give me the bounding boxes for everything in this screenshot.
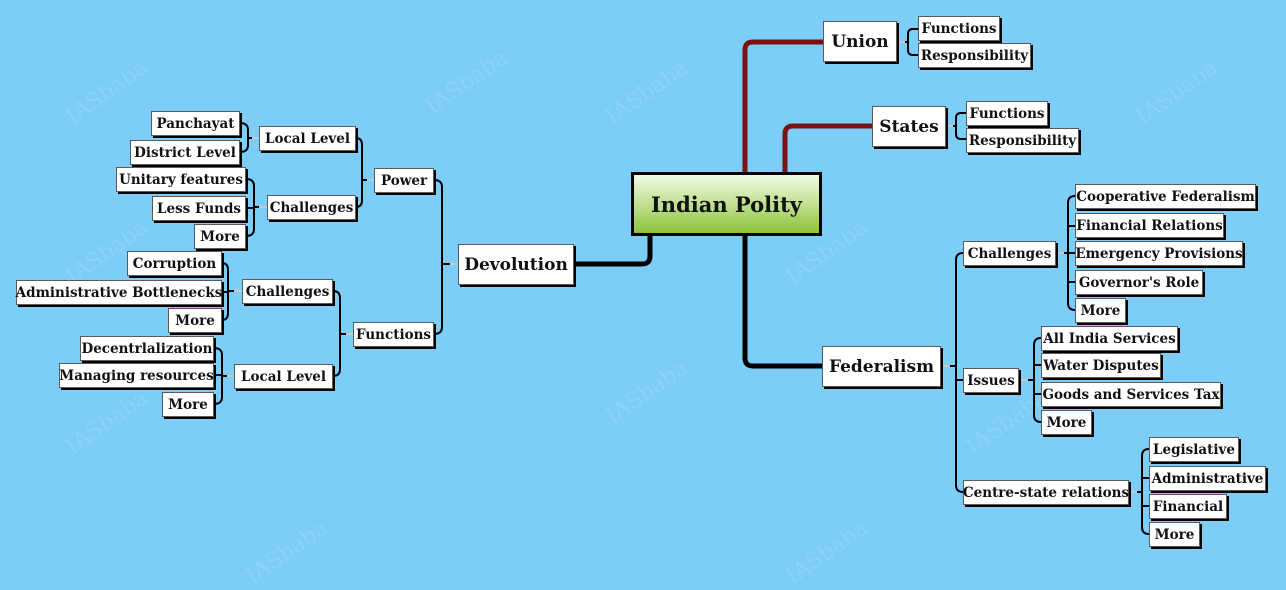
- governors-role[interactable]: Governor's Role: [1075, 270, 1203, 295]
- union-responsibility[interactable]: Responsibility: [918, 43, 1031, 68]
- functions-local-level-more[interactable]: More: [162, 392, 214, 417]
- centre-state-more[interactable]: More: [1149, 522, 1200, 547]
- power-local-level[interactable]: Local Level: [259, 126, 356, 151]
- federalism-issues-more[interactable]: More: [1041, 410, 1092, 435]
- centre-state-relations[interactable]: Centre-state relations: [963, 480, 1129, 505]
- unitary-features[interactable]: Unitary features: [116, 167, 246, 192]
- central-topic[interactable]: Indian Polity: [631, 172, 822, 236]
- corruption[interactable]: Corruption: [127, 251, 222, 276]
- states-responsibility[interactable]: Responsibility: [966, 128, 1079, 153]
- functions-local-level[interactable]: Local Level: [234, 364, 333, 389]
- financial[interactable]: Financial: [1149, 494, 1227, 519]
- less-funds[interactable]: Less Funds: [152, 196, 246, 221]
- administrative[interactable]: Administrative: [1149, 466, 1266, 491]
- union-node[interactable]: Union: [823, 21, 897, 62]
- federalism-challenges[interactable]: Challenges: [963, 241, 1056, 266]
- financial-relations[interactable]: Financial Relations: [1075, 213, 1224, 238]
- functions-challenges[interactable]: Challenges: [242, 279, 333, 304]
- power-challenges[interactable]: Challenges: [267, 195, 356, 220]
- union-functions[interactable]: Functions: [918, 16, 1000, 41]
- legislative[interactable]: Legislative: [1149, 437, 1239, 462]
- connector-lines: [213, 28, 1150, 535]
- administrative-bottlenecks[interactable]: Administrative Bottlenecks: [16, 280, 222, 305]
- emergency-provisions[interactable]: Emergency Provisions: [1075, 241, 1243, 266]
- federalism-issues[interactable]: Issues: [963, 368, 1019, 393]
- power-node[interactable]: Power: [374, 168, 434, 193]
- states-functions[interactable]: Functions: [966, 101, 1048, 126]
- cooperative-federalism[interactable]: Cooperative Federalism: [1075, 184, 1256, 209]
- water-disputes[interactable]: Water Disputes: [1041, 353, 1161, 378]
- functions-challenges-more[interactable]: More: [168, 308, 222, 333]
- district-level[interactable]: District Level: [130, 140, 240, 165]
- federalism-challenges-more[interactable]: More: [1075, 298, 1126, 323]
- panchayat[interactable]: Panchayat: [151, 111, 240, 136]
- power-challenges-more[interactable]: More: [194, 224, 246, 249]
- functions-node[interactable]: Functions: [353, 322, 434, 347]
- states-node[interactable]: States: [872, 106, 946, 147]
- goods-and-services-tax[interactable]: Goods and Services Tax: [1041, 382, 1221, 407]
- decentralization[interactable]: Decentrlalization: [80, 336, 214, 361]
- devolution-node[interactable]: Devolution: [458, 244, 574, 285]
- managing-resources[interactable]: Managing resources: [59, 363, 214, 388]
- federalism-node[interactable]: Federalism: [822, 346, 941, 387]
- all-india-services[interactable]: All India Services: [1041, 326, 1178, 351]
